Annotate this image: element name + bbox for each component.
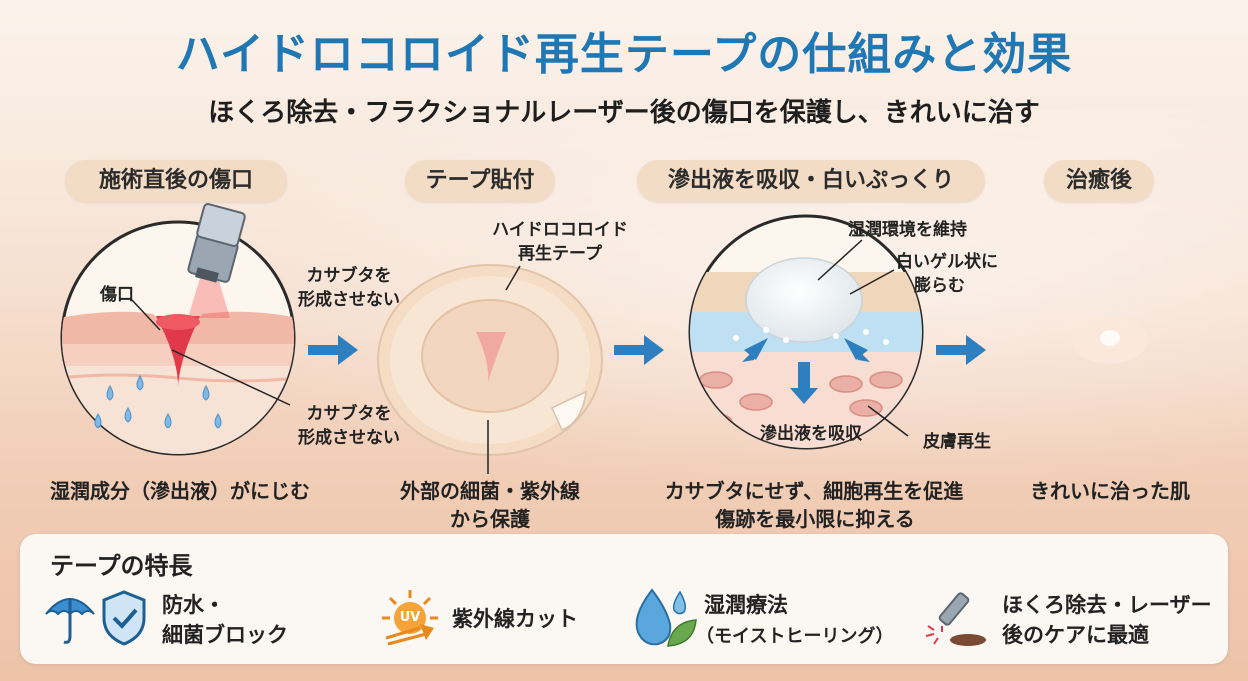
no-scab-bottom-line2: 形成させない bbox=[298, 428, 400, 448]
step-1-label: 施術直後の傷口 bbox=[65, 160, 287, 202]
feature-4-line2: 後のケアに最適 bbox=[1002, 623, 1149, 647]
feature-3-line1: 湿潤療法 bbox=[704, 593, 788, 617]
step-3-caption-line1: カサブタにせず、細胞再生を促進 bbox=[664, 479, 964, 503]
step-1-caption: 湿潤成分（滲出液）がにじむ bbox=[50, 479, 310, 503]
features-title: テープの特長 bbox=[50, 552, 193, 580]
tape-illustration bbox=[377, 264, 603, 456]
arrow-right-icon bbox=[936, 335, 986, 365]
umbrella-icon bbox=[45, 598, 95, 644]
arrow-right-icon bbox=[614, 335, 664, 365]
gel-label-line1: 白いゲル状に bbox=[896, 252, 998, 272]
water-drop-leaf-icon bbox=[635, 588, 697, 647]
tape-label-line2: 再生テープ bbox=[518, 244, 602, 264]
step-4-label: 治癒後 bbox=[1044, 160, 1154, 202]
page-subtitle: ほくろ除去・フラクショナルレーザー後の傷口を保護し、きれいに治す bbox=[208, 98, 1040, 128]
no-scab-bottom-line1: カサブタを bbox=[306, 404, 392, 424]
gel-label-line2: 膨らむ bbox=[914, 276, 965, 296]
shield-check-icon bbox=[102, 590, 146, 646]
gel-absorb-illustration bbox=[688, 214, 924, 450]
laser-device-icon bbox=[187, 203, 246, 318]
step-2-caption-line1: 外部の細菌・紫外線 bbox=[400, 479, 580, 503]
step-4-caption: きれいに治った肌 bbox=[1030, 479, 1190, 503]
feature-2-line1: 紫外線カット bbox=[452, 607, 578, 631]
feature-3-line2: （モイストヒーリング） bbox=[696, 626, 894, 647]
no-scab-top-line1: カサブタを bbox=[306, 266, 392, 286]
absorb-label: 滲出液を吸収 bbox=[760, 424, 862, 444]
features-panel: テープの特長 防水・ 細菌ブロック UV 紫外線カット 湿潤療法 （モイストヒー… bbox=[20, 534, 1228, 664]
healed-skin-illustration bbox=[1072, 316, 1148, 364]
feature-4-line1: ほくろ除去・レーザー bbox=[1002, 593, 1212, 617]
laser-device-icon bbox=[925, 592, 986, 646]
moist-label: 湿潤環境を維持 bbox=[848, 220, 967, 240]
no-scab-top-line2: 形成させない bbox=[298, 290, 400, 310]
regen-label: 皮膚再生 bbox=[923, 432, 991, 452]
wound-label: 傷口 bbox=[100, 285, 134, 305]
step-2-caption-line2: から保護 bbox=[450, 507, 530, 531]
step-3-caption-line2: 傷跡を最小限に抑える bbox=[715, 507, 915, 531]
uv-sun-icon bbox=[382, 590, 438, 646]
uv-badge: UV bbox=[399, 610, 421, 625]
wound-illustration bbox=[60, 220, 296, 456]
step-3-label: 滲出液を吸収・白いぷっくり bbox=[637, 160, 985, 202]
arrow-right-icon bbox=[308, 335, 358, 365]
step-2-label: テープ貼付 bbox=[405, 160, 555, 202]
tape-label-line1: ハイドロコロイド bbox=[492, 220, 628, 240]
page-title: ハイドロコロイド再生テープの仕組みと効果 bbox=[175, 29, 1073, 80]
feature-1-line1: 防水・ bbox=[162, 593, 225, 617]
feature-1-line2: 細菌ブロック bbox=[162, 623, 288, 647]
